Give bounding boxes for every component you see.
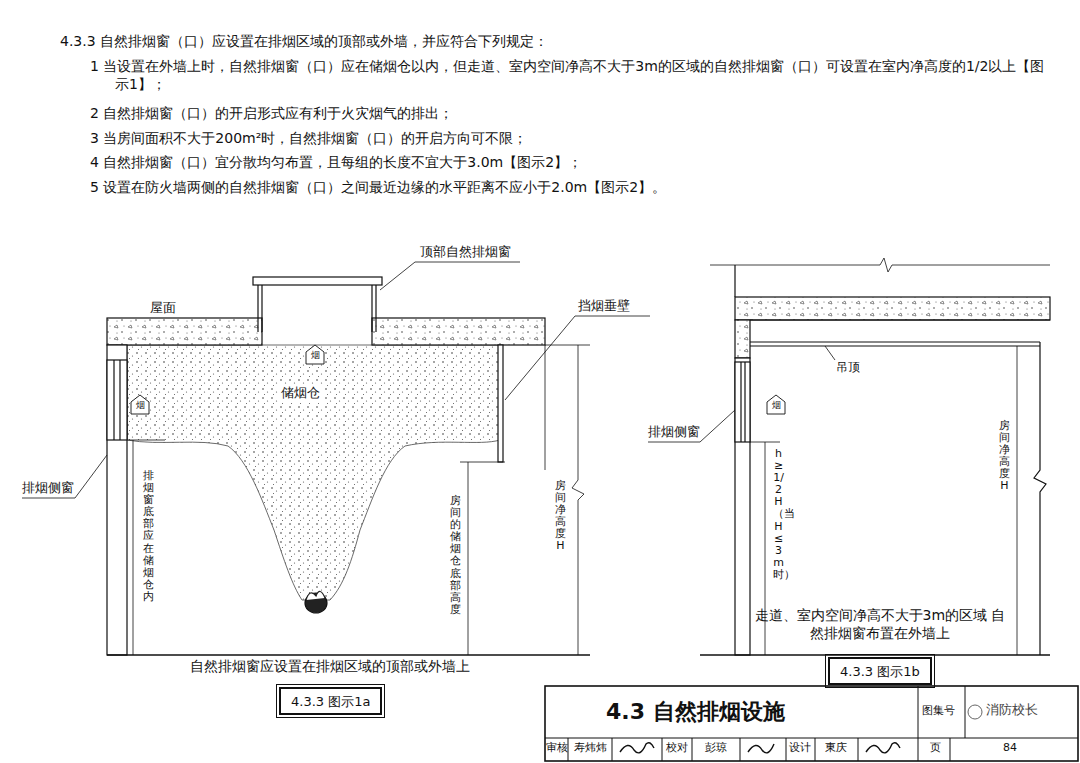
figure-tag-text: 4.3.3 图示1b <box>840 664 920 679</box>
label: h≥1/2H（当H≤3m时） <box>773 448 784 581</box>
label: 寿炜炜 <box>574 741 607 755</box>
label: 吊顶 <box>836 360 860 376</box>
label: 消防校长 <box>986 702 1038 719</box>
label: 烟 <box>311 350 320 362</box>
label: 设计 <box>789 741 811 755</box>
sheet-title: 4.3 自然排烟设施 <box>606 698 785 727</box>
label: 房间的储烟仓底部高度 <box>450 495 461 616</box>
label: 4.3.3 自然排烟窗（口）应设置在排烟区域的顶部或外墙，并应符合下列规定： <box>60 32 548 50</box>
figure-tag: 4.3.3 图示1a <box>279 687 382 715</box>
label: 排烟侧窗 <box>22 480 74 497</box>
label: 房间净高度H <box>555 480 566 553</box>
figure-tag: 4.3.3 图示1b <box>828 657 932 685</box>
label: 84 <box>1003 741 1017 755</box>
title-block <box>545 686 1078 761</box>
label: 储烟仓 <box>278 385 323 402</box>
figure-tag-text: 4.3.3 图示1a <box>291 694 370 709</box>
smoke-region <box>127 345 500 600</box>
label: 烟 <box>772 400 781 412</box>
label: 3 当房间面积不大于200m²时，自然排烟窗（口）的开启方向可不限； <box>90 129 527 147</box>
label: 烟 <box>136 400 145 412</box>
label: 東庆 <box>825 741 847 755</box>
label: 5 设置在防火墙两侧的自然排烟窗（口）之间最近边缘的水平距离不应小于2.0m【图… <box>90 178 666 196</box>
label: 图集号 <box>922 704 955 718</box>
label: 2 自然排烟窗（口）的开启形式应有利于火灾烟气的排出； <box>90 104 453 122</box>
label: 自然排烟窗应设置在排烟区域的顶部或外墙上 <box>190 657 470 675</box>
label: 房间净高度H <box>999 420 1010 493</box>
label: 1 当设置在外墙上时，自然排烟窗（口）应在储烟仓以内，但走道、室内空间净高不大于… <box>90 57 1045 93</box>
label: 顶部自然排烟窗 <box>420 244 511 261</box>
left-figure <box>22 262 650 655</box>
label: 彭琼 <box>705 741 727 755</box>
label: 审核 <box>546 741 568 755</box>
label: 排烟侧窗 <box>648 424 700 441</box>
right-figure <box>648 258 1050 655</box>
label: 排烟窗底部应在储烟仓内 <box>143 470 154 603</box>
label: 挡烟垂壁 <box>578 298 630 315</box>
label: 走道、室内空间净高不大于3m的区域 自然排烟窗布置在外墙上 <box>754 606 1006 642</box>
label: 页 <box>930 741 941 755</box>
label: 屋面 <box>150 300 176 317</box>
label: 校对 <box>666 741 688 755</box>
label: 4 自然排烟窗（口）宜分散均匀布置，且每组的长度不宜大于3.0m【图示2】； <box>90 153 582 171</box>
